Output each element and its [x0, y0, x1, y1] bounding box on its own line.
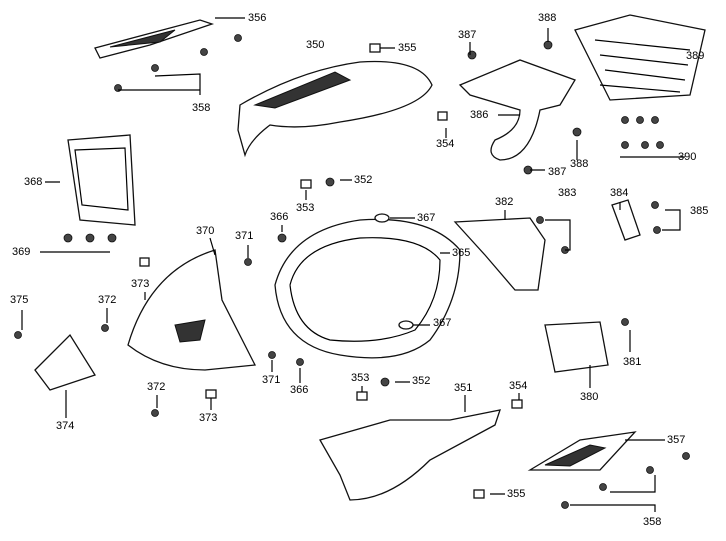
callout-390: 390	[678, 151, 697, 163]
callout-372b: 372	[147, 381, 166, 393]
callout-356: 356	[248, 12, 267, 24]
callout-387: 387	[458, 29, 477, 41]
callout-350: 350	[306, 39, 325, 51]
part-351-side-cover	[319, 409, 501, 501]
callout-366b: 366	[290, 384, 309, 396]
callout-385: 385	[690, 205, 709, 217]
callout-381: 381	[623, 356, 642, 368]
callout-366: 366	[270, 211, 289, 223]
callout-367b: 367	[433, 317, 452, 329]
part-382-panel	[453, 217, 546, 291]
callout-352: 352	[354, 174, 373, 186]
callout-371: 371	[235, 230, 254, 242]
callout-367: 367	[417, 212, 436, 224]
part-368-box	[67, 134, 136, 226]
callout-373b: 373	[199, 412, 218, 424]
callout-353: 353	[296, 202, 315, 214]
callout-354b: 354	[509, 380, 528, 392]
callout-355b: 355	[507, 488, 526, 500]
part-365-center-body	[274, 218, 461, 359]
callout-370: 370	[196, 225, 215, 237]
callout-389: 389	[686, 50, 705, 62]
part-380-cover	[544, 321, 609, 373]
callout-368: 368	[24, 176, 43, 188]
callout-351: 351	[454, 382, 473, 394]
part-384-bracket	[611, 199, 641, 241]
callout-382: 382	[495, 196, 514, 208]
callout-358: 358	[192, 102, 211, 114]
callout-387b: 387	[548, 166, 567, 178]
fasteners	[14, 34, 690, 509]
part-374-bracket	[34, 333, 96, 391]
callout-386: 386	[470, 109, 489, 121]
callout-357: 357	[667, 434, 686, 446]
callout-358b: 358	[643, 516, 662, 528]
callout-388b: 388	[570, 158, 589, 170]
callout-352b: 352	[412, 375, 431, 387]
callout-365: 365	[452, 247, 471, 259]
callout-380: 380	[580, 391, 599, 403]
callout-354: 354	[436, 138, 455, 150]
callout-373: 373	[131, 278, 150, 290]
callout-369: 369	[12, 246, 31, 258]
leader-lines	[21, 17, 685, 512]
part-350-rear-cover	[237, 60, 433, 158]
callout-355: 355	[398, 42, 417, 54]
callout-388: 388	[538, 12, 557, 24]
part-370-front-panel	[127, 249, 257, 371]
part-386-bracket	[458, 59, 576, 161]
callout-375: 375	[10, 294, 29, 306]
callout-384: 384	[610, 187, 629, 199]
callout-372: 372	[98, 294, 117, 306]
callout-353b: 353	[351, 372, 370, 384]
callout-371b: 371	[262, 374, 281, 386]
callout-383: 383	[558, 187, 577, 199]
callout-374: 374	[56, 420, 75, 432]
